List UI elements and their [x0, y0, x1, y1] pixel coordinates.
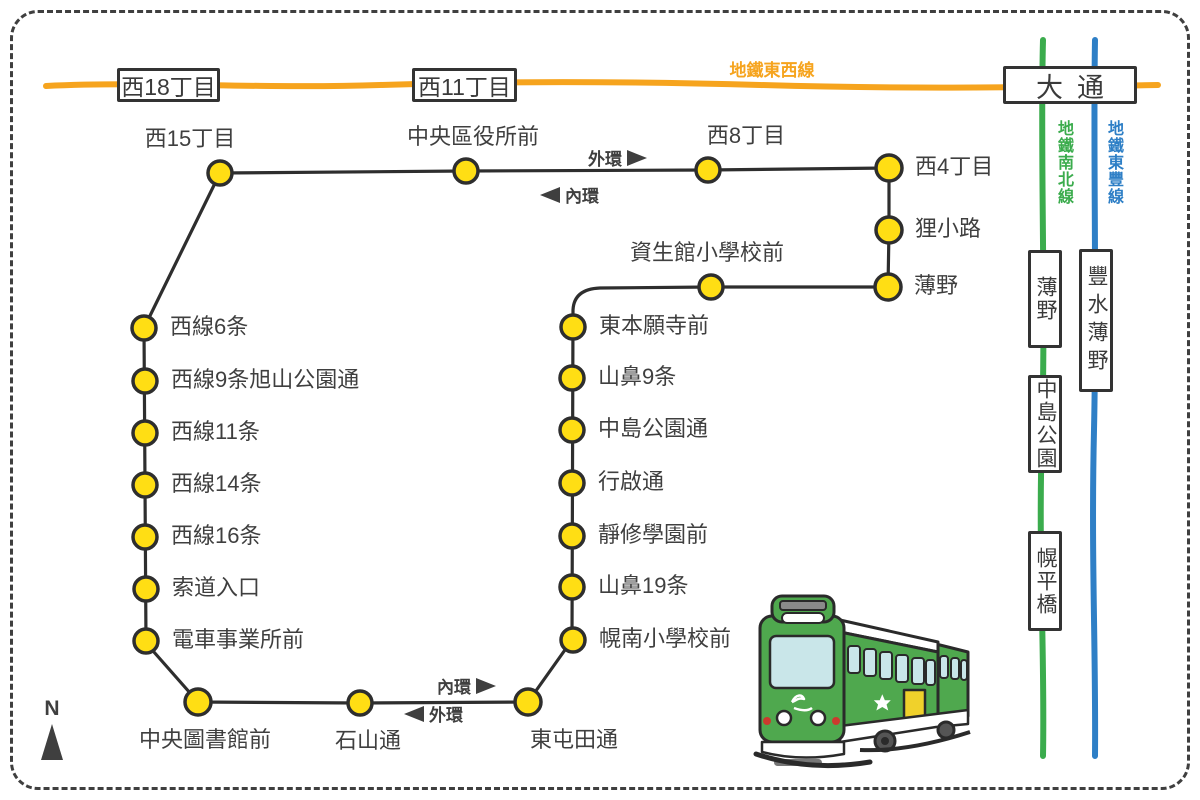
- tram-station-dot: [206, 159, 234, 187]
- tram-station-dot: [558, 573, 586, 601]
- tram-station-label: 石山通: [334, 728, 402, 753]
- tram-station-label: 東屯田通: [529, 727, 619, 752]
- arrow-right-icon: [476, 677, 496, 694]
- toho-line-label: 地鐵東豐線: [1105, 120, 1122, 205]
- tram-station-label: 狸小路: [915, 216, 982, 241]
- tram-windshield: [768, 634, 836, 690]
- tram-station-dot: [132, 575, 160, 603]
- tram-station-dot: [558, 416, 586, 444]
- tram-station-label: 行啟通: [598, 469, 665, 494]
- tram-station-dot: [130, 314, 158, 342]
- subway-station-box-nishi11: 西11丁目: [412, 68, 517, 102]
- tram-station-label: 幌南小學校前: [599, 626, 732, 651]
- subway-station-box-susukino: 薄野: [1028, 250, 1062, 348]
- tram-station-label: 資生館小學校前: [629, 240, 785, 265]
- tram-station-label: 薄野: [914, 273, 959, 298]
- direction-arrow-top-outer: 外環: [588, 145, 647, 170]
- tram-front-skirt: [760, 740, 846, 759]
- tram-station-label: 西4丁目: [915, 154, 994, 179]
- tram-illustration: [753, 594, 971, 769]
- tram-marker-light: [763, 717, 771, 725]
- tram-station-label: 西線16条: [171, 523, 262, 548]
- tram-station-dot: [874, 153, 904, 183]
- compass-north-label: N: [44, 697, 60, 720]
- tram-station-dots: [130, 153, 904, 717]
- tram-side-windows: [847, 645, 936, 686]
- compass-north-arrow-icon: [41, 724, 63, 760]
- tram-station-label: 東本願寺前: [599, 313, 710, 338]
- tram-headlight: [775, 709, 793, 727]
- tram-station-dot: [559, 313, 587, 341]
- direction-arrow-bottom-inner: 內環: [437, 673, 496, 698]
- subway-station-box-nakajima-koen: 中島公園: [1028, 375, 1062, 473]
- tram-station-dot: [697, 273, 725, 301]
- tram-headlight: [809, 709, 827, 727]
- tram-station-dot: [131, 419, 159, 447]
- tram-station-dot: [558, 364, 586, 392]
- tram-station-label: 山鼻9条: [598, 364, 677, 389]
- direction-label: 內環: [565, 187, 599, 206]
- tram-station-dot: [559, 626, 587, 654]
- tram-station-label: 山鼻19条: [598, 573, 689, 598]
- tram-station-label: 西線6条: [170, 314, 249, 339]
- tram-station-dot: [513, 687, 543, 717]
- tram-marker-light: [832, 717, 840, 725]
- tram-station-dot: [452, 157, 480, 185]
- subway-station-box-horohirabashi: 幌平橋: [1028, 531, 1062, 631]
- direction-label: 外環: [429, 706, 463, 725]
- tram-station-label: 索道入口: [172, 575, 261, 600]
- tram-station-dot: [183, 687, 213, 717]
- arrow-right-icon: [627, 149, 647, 166]
- tram-station-label: 西線14条: [171, 471, 262, 496]
- tozai-line-label: 地鐵東西線: [729, 61, 815, 80]
- tram-station-label: 中島公園通: [598, 416, 709, 441]
- tram-station-label: 西線9条旭山公園通: [171, 367, 360, 392]
- subway-station-box-odori: 大通: [1003, 66, 1137, 104]
- tram-station-label: 西15丁目: [144, 126, 236, 151]
- tram-station-label: 中央圖書館前: [138, 727, 272, 752]
- subway-station-box-nishi18: 西18丁目: [117, 68, 220, 102]
- toho-subway-line: [1090, 37, 1099, 759]
- tram-station-dot: [346, 689, 374, 717]
- tram-station-label: 西線11条: [171, 419, 260, 444]
- tram-station-label: 電車事業所前: [172, 627, 305, 652]
- tram-station-label: 中央區役所前: [406, 124, 540, 149]
- direction-arrow-bottom-outer: 外環: [404, 701, 463, 726]
- tram-station-label: 靜修學園前: [598, 522, 709, 547]
- tram-station-dot: [694, 156, 722, 184]
- tram-station-dot: [873, 272, 903, 302]
- direction-label: 內環: [437, 678, 471, 697]
- tram-station-dot: [874, 215, 904, 245]
- direction-arrow-top-inner: 內環: [540, 182, 599, 207]
- arrow-left-icon: [540, 186, 560, 203]
- tram-station-dot: [558, 469, 586, 497]
- arrow-left-icon: [404, 705, 424, 722]
- tram-station-dot: [131, 523, 159, 551]
- tram-station-dot: [131, 471, 159, 499]
- tram-station-label: 西8丁目: [706, 123, 786, 148]
- tram-station-dot: [131, 367, 159, 395]
- tram-star-emblem: [873, 694, 891, 711]
- namboku-line-label: 地鐵南北線: [1055, 120, 1072, 205]
- tram-logo: [790, 694, 813, 712]
- subway-station-box-hosui-susukino: 豐水薄野: [1079, 249, 1113, 392]
- tram-station-dot: [558, 522, 586, 550]
- direction-label: 外環: [588, 150, 622, 169]
- tram-station-dot: [132, 627, 160, 655]
